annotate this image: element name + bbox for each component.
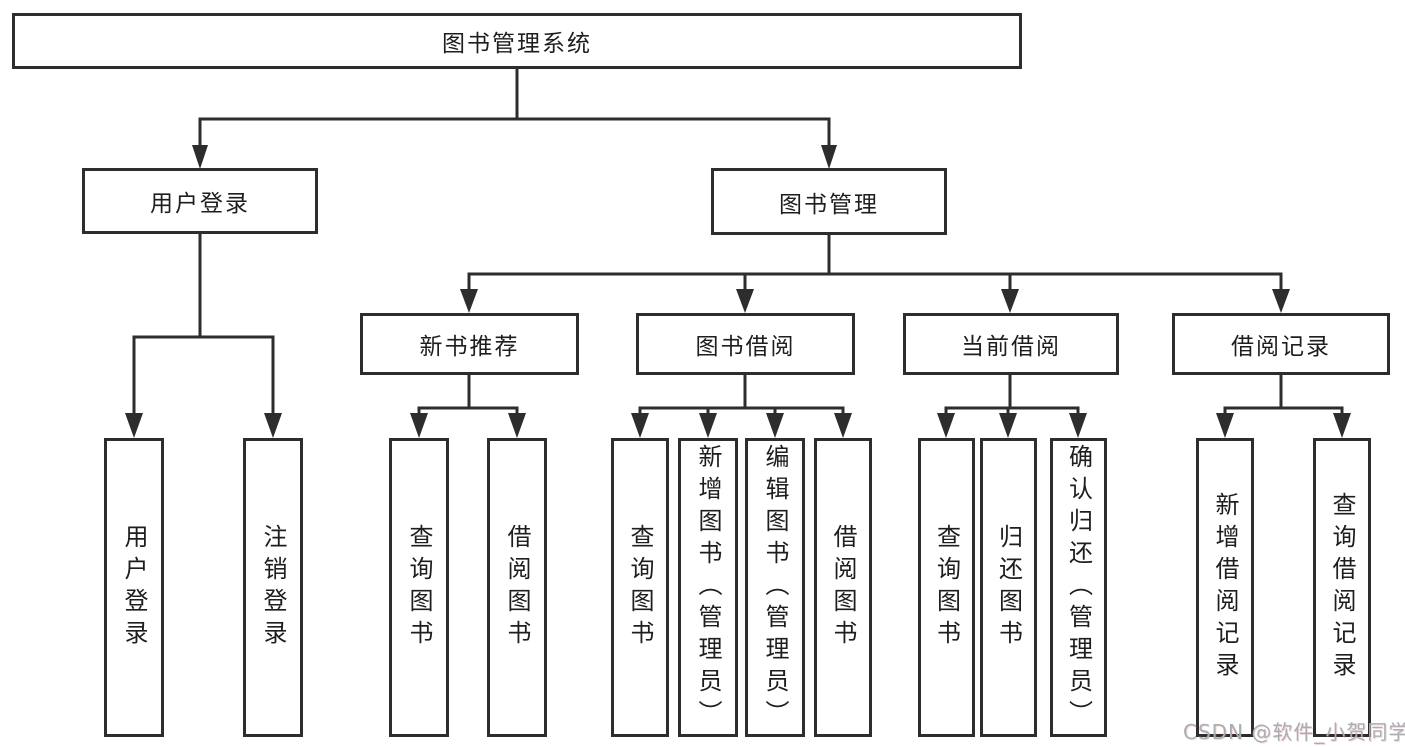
leaf-logout-login-label: 注销登录 [259, 523, 287, 652]
leaf-borrow-books-recommend-label: 借阅图书 [503, 523, 531, 652]
node-book-borrowing-label: 图书借阅 [695, 334, 796, 360]
node-library-system-label: 图书管理系统 [442, 31, 592, 57]
node-book-management: 图书管理 [711, 168, 947, 235]
leaf-return-books-label: 归还图书 [994, 523, 1023, 652]
leaf-return-books: 归还图书 [980, 438, 1037, 737]
leaf-user-login-label: 用户登录 [120, 523, 148, 652]
leaf-edit-books-admin: 编辑图书（管理员） [745, 438, 805, 737]
leaf-query-books-borrowing: 查询图书 [611, 438, 669, 737]
leaf-add-borrow-record-label: 新增借阅记录 [1211, 491, 1239, 684]
leaf-user-login: 用户登录 [104, 438, 164, 737]
node-current-borrowing: 当前借阅 [903, 313, 1119, 375]
leaf-confirm-return-admin: 确认归还（管理员） [1050, 438, 1107, 737]
leaf-add-borrow-record: 新增借阅记录 [1196, 438, 1254, 737]
leaf-query-borrow-record: 查询借阅记录 [1313, 438, 1371, 737]
leaf-query-books-current: 查询图书 [918, 438, 975, 737]
node-user-login-label: 用户登录 [150, 191, 250, 217]
leaf-query-books-recommend: 查询图书 [389, 438, 449, 737]
watermark-text: CSDN @软件_小贺同学 [1183, 720, 1405, 744]
leaf-edit-books-admin-label: 编辑图书（管理员） [761, 443, 789, 732]
node-borrowing-records-label: 借阅记录 [1231, 334, 1331, 360]
node-current-borrowing-label: 当前借阅 [961, 334, 1061, 360]
leaf-query-books-borrowing-label: 查询图书 [626, 523, 654, 652]
leaf-query-books-recommend-label: 查询图书 [405, 523, 433, 652]
leaf-add-books-admin-label: 新增图书（管理员） [694, 443, 722, 732]
leaf-logout-login: 注销登录 [243, 438, 303, 737]
node-book-borrowing: 图书借阅 [636, 313, 855, 375]
node-new-book-recommendation: 新书推荐 [360, 313, 579, 375]
arrowheads [125, 145, 1351, 438]
leaf-borrow-books-recommend: 借阅图书 [487, 438, 547, 737]
leaf-confirm-return-admin-label: 确认归还（管理员） [1064, 443, 1093, 732]
leaf-borrow-books-borrowing-label: 借阅图书 [829, 523, 857, 652]
node-new-book-recommendation-label: 新书推荐 [419, 334, 520, 360]
node-book-management-label: 图书管理 [779, 191, 879, 218]
leaf-add-books-admin: 新增图书（管理员） [678, 438, 738, 737]
node-user-login: 用户登录 [82, 168, 318, 234]
node-borrowing-records: 借阅记录 [1172, 313, 1390, 375]
leaf-borrow-books-borrowing: 借阅图书 [814, 438, 872, 737]
leaf-query-borrow-record-label: 查询借阅记录 [1328, 491, 1356, 684]
leaf-query-books-current-label: 查询图书 [932, 523, 961, 652]
node-library-system: 图书管理系统 [12, 13, 1022, 69]
